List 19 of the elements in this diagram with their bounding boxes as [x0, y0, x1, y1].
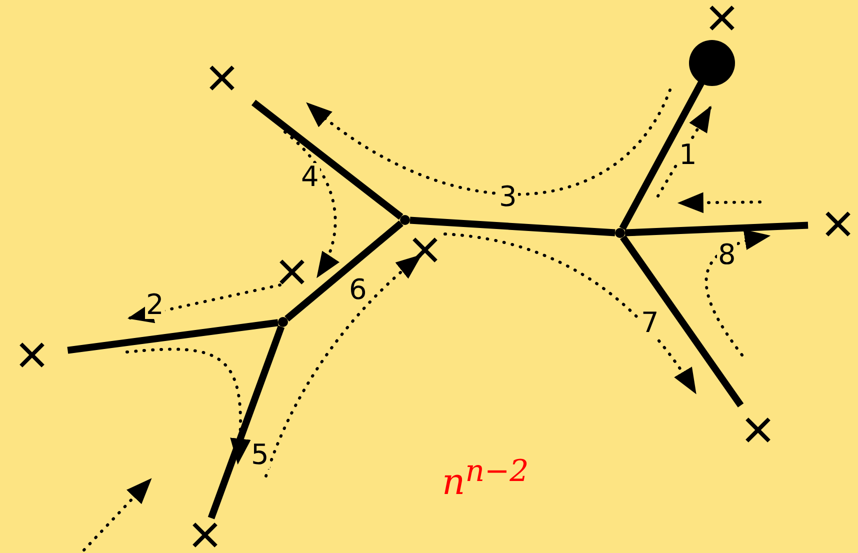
leaf-cross [824, 210, 852, 238]
edge-label: 5 [250, 441, 270, 469]
tree-edge [208, 326, 285, 520]
junction-point [400, 215, 410, 225]
tree-edge [624, 222, 808, 236]
leaf-cross [744, 416, 772, 444]
leaf-cross [191, 521, 219, 549]
leaf-cross [208, 64, 236, 92]
leaf-cross [18, 341, 46, 369]
root-dot [689, 40, 735, 86]
junction-point [278, 317, 288, 327]
formula-text: n$^{n−2}$ [442, 453, 529, 503]
tree-edge [284, 220, 404, 322]
junction-point [615, 228, 625, 238]
tree-edge [620, 235, 744, 408]
tree-edge [251, 100, 404, 220]
tree-edge [67, 319, 278, 354]
edge-label: 2 [145, 291, 165, 319]
tree-edge [410, 216, 616, 236]
